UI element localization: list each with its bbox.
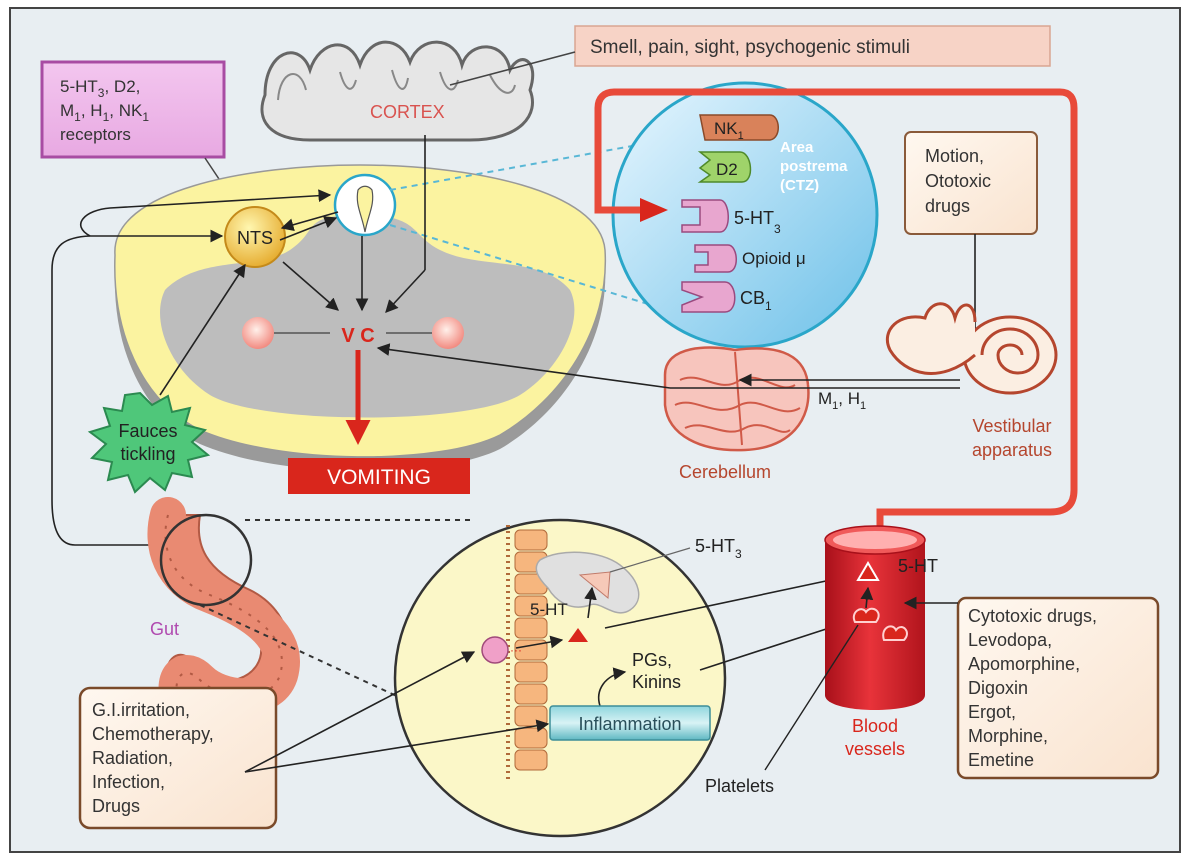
gi-line2: Chemotherapy, <box>92 724 214 744</box>
vestibular-line2: apparatus <box>972 440 1052 460</box>
gi-line4: Infection, <box>92 772 165 792</box>
vestibular-line1: Vestibular <box>972 416 1051 436</box>
gi-line3: Radiation, <box>92 748 173 768</box>
platelets-label: Platelets <box>705 776 774 796</box>
receptors-line3: receptors <box>60 125 131 144</box>
fauces-line1: Fauces <box>118 421 177 441</box>
motion-line2: Ototoxic <box>925 171 991 191</box>
platelet-2 <box>883 626 907 640</box>
cerebellum-illustration <box>665 348 808 451</box>
vc-right-nucleus <box>432 317 464 349</box>
vomiting-label: VOMITING <box>327 466 431 489</box>
fauces-star <box>90 393 208 492</box>
blood-line1: Blood <box>852 716 898 736</box>
drugs-line6: Morphine, <box>968 726 1048 746</box>
gi-line5: Drugs <box>92 796 140 816</box>
drugs-line1: Cytotoxic drugs, <box>968 606 1097 626</box>
nts-label: NTS <box>237 228 273 248</box>
gut-5ht-label: 5-HT <box>530 600 568 619</box>
gut-label: Gut <box>150 619 179 639</box>
area-postrema-line3: (CTZ) <box>780 177 819 194</box>
motion-line3: drugs <box>925 196 970 216</box>
enterochromaffin-cell <box>482 637 508 663</box>
vc-label: V C <box>341 325 374 347</box>
ctz-opioid-label: Opioid μ <box>742 249 806 268</box>
vc-left-nucleus <box>242 317 274 349</box>
drugs-line2: Levodopa, <box>968 630 1052 650</box>
drugs-line3: Apomorphine, <box>968 654 1080 674</box>
inflammation-label: Inflammation <box>578 714 681 734</box>
stimuli-label: Smell, pain, sight, psychogenic stimuli <box>590 37 910 58</box>
cerebellum-label: Cerebellum <box>679 462 771 482</box>
drugs-line7: Emetine <box>968 750 1034 770</box>
pgs-line1: PGs, <box>632 650 672 670</box>
cortex-illustration <box>262 42 533 140</box>
platelet-1 <box>854 609 879 622</box>
blood-line2: vessels <box>845 739 905 759</box>
area-postrema-line2: postrema <box>780 158 848 175</box>
gi-line1: G.I.irritation, <box>92 700 190 720</box>
drugs-line4: Digoxin <box>968 678 1028 698</box>
area-postrema-line1: Area <box>780 139 814 156</box>
serotonin-dots: ··· <box>510 643 522 657</box>
cortex-label: CORTEX <box>370 102 445 122</box>
fauces-line2: tickling <box>120 444 175 464</box>
vessel-5ht-label: 5-HT <box>898 556 938 576</box>
d2-label: D2 <box>716 160 738 179</box>
motion-line1: Motion, <box>925 146 984 166</box>
pgs-line2: Kinins <box>632 672 681 692</box>
drugs-line5: Ergot, <box>968 702 1016 722</box>
